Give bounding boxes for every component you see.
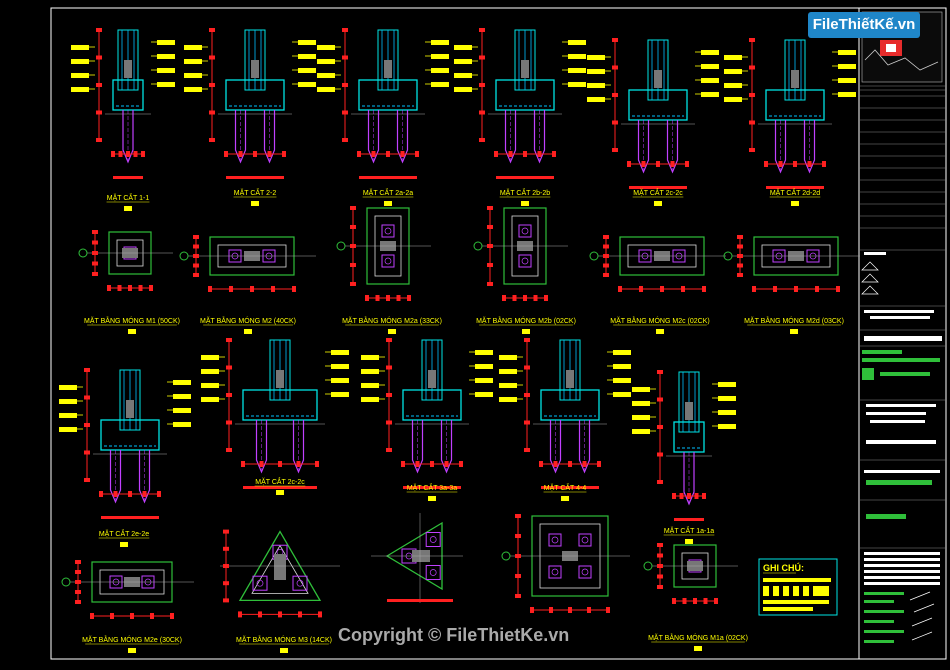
title-block xyxy=(858,7,947,660)
section-1-1 xyxy=(71,28,175,179)
plan-label: MẶT BẰNG MÓNG M2 (40CK) xyxy=(200,316,296,325)
section-label: MẶT CẮT 1a-1a xyxy=(664,526,714,535)
plan-m1a xyxy=(643,543,738,604)
title-block-content xyxy=(860,11,946,643)
notes-title: GHI CHÚ: xyxy=(763,562,804,573)
plan-m1 xyxy=(78,230,173,291)
section-2d-2d xyxy=(724,38,856,189)
section-2a-2a xyxy=(317,28,449,179)
plan-m2e xyxy=(61,560,194,619)
section-3a-3a xyxy=(361,338,493,489)
plan-m3a xyxy=(371,513,463,603)
section-label: MẶT CẮT 1-1 xyxy=(107,193,150,202)
section-label: MẶT CẮT 2b-2b xyxy=(500,188,550,197)
section-2e-2e xyxy=(59,368,191,519)
plan-m2d xyxy=(723,235,860,292)
plan-m2 xyxy=(179,235,316,292)
notes-box: GHI CHÚ: xyxy=(758,558,838,616)
plan-m2a xyxy=(336,206,431,301)
plan-m3 xyxy=(220,529,340,618)
section-label: MẶT CẮT 2e-2e xyxy=(99,529,149,538)
section-label: MẶT CẮT 3a-3a xyxy=(407,483,457,492)
section-label: MẶT CẮT 2c-2c xyxy=(633,188,683,197)
section-label: MẶT CẮT 2a-2a xyxy=(363,188,413,197)
section-label: MẶT CẮT 4-4 xyxy=(544,483,587,492)
section-1a-1a xyxy=(632,370,736,521)
section-label: MẶT CẮT 2-2 xyxy=(234,188,277,197)
plan-label: MẶT BẰNG MÓNG M3 (14CK) xyxy=(236,635,332,644)
plan-label: MẶT BẰNG MÓNG M2a (33CK) xyxy=(342,316,442,325)
watermark-logo: FileThiếtKế.vn xyxy=(808,12,920,38)
section-2b-2b xyxy=(454,28,586,179)
section-label: MẶT CẮT 2d-2d xyxy=(770,188,820,197)
plan-m2c xyxy=(589,235,726,292)
plan-m4 xyxy=(501,514,630,613)
sheet-frame xyxy=(50,7,947,660)
plan-label: MẶT BẰNG MÓNG M2d (03CK) xyxy=(744,316,844,325)
plan-m2b xyxy=(473,206,568,301)
plan-label: MẶT BẰNG MÓNG M2c (02CK) xyxy=(610,316,709,325)
section-label: MẶT CẮT 2c-2c xyxy=(255,477,305,486)
section-2c-2c-b xyxy=(201,338,349,489)
section-2c-2c xyxy=(587,38,719,189)
plan-label: MẶT BẰNG MÓNG M1a (02CK) xyxy=(648,633,748,642)
plan-label: MẶT BẰNG MÓNG M1 (50CK) xyxy=(84,316,180,325)
section-2-2 xyxy=(184,28,316,179)
watermark-copyright: Copyright © FileThietKe.vn xyxy=(338,625,570,645)
plan-label: MẶT BẰNG MÓNG M2e (30CK) xyxy=(82,635,182,644)
section-4-4 xyxy=(499,338,631,489)
plan-label: MẶT BẰNG MÓNG M2b (02CK) xyxy=(476,316,576,325)
